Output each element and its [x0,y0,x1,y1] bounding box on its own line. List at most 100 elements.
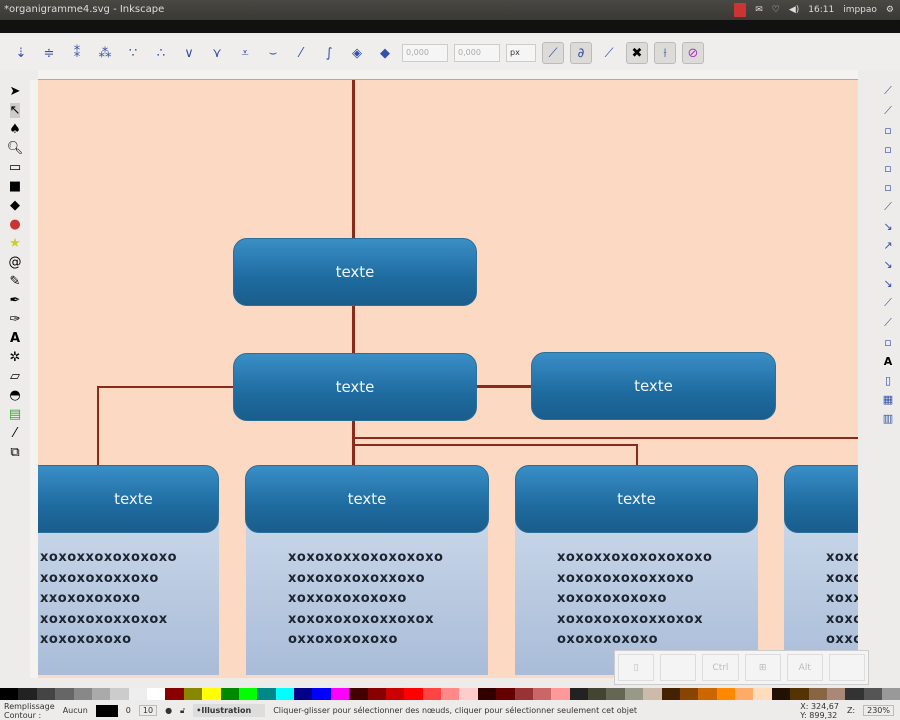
node-tool-icon[interactable]: ↖ [9,103,21,118]
palette-swatch[interactable] [183,688,203,700]
palette-swatch[interactable] [790,688,809,700]
palette-swatch[interactable] [18,688,37,700]
edit-mask-icon[interactable]: ⟋ [604,45,614,61]
smooth-node-icon[interactable]: ⋎ [212,45,222,61]
org-box-middle[interactable]: texte [233,353,477,421]
connector-right[interactable] [477,385,532,388]
snap-intersection-icon[interactable]: ↗ [883,239,893,252]
star-tool-icon[interactable]: ★ [9,236,21,251]
palette-swatch[interactable] [679,688,699,700]
org-box-bottom-3[interactable]: texte [515,465,758,533]
palette-swatch[interactable] [367,688,386,700]
snap-nodes-icon[interactable]: ⟋ [884,200,892,213]
user-name[interactable]: imppao [843,5,877,15]
snap-bbox-icon[interactable]: ⟋ [884,104,892,117]
zoom-tool-icon[interactable]: 🔍︎ [6,141,24,156]
palette-swatch[interactable] [165,688,184,700]
palette-swatch[interactable] [147,688,166,700]
fill-value[interactable]: Aucun [62,706,88,715]
lock-icon[interactable]: 🔓︎ [180,705,186,715]
3d-box-tool-icon[interactable]: ◆ [10,198,20,213]
palette-swatch[interactable] [441,688,460,700]
snap-page-icon[interactable]: ▯ [884,374,892,387]
blank-key[interactable] [828,654,866,681]
stroke-to-path-icon[interactable]: ◆ [380,45,390,61]
snap-smooth-icon[interactable]: ↘ [883,258,893,271]
org-box-bottom-4[interactable] [784,465,858,533]
palette-swatch[interactable] [643,688,662,700]
selector-tool-icon[interactable]: ➤ [9,84,21,99]
curve-segment-icon[interactable]: ∫ [325,45,333,61]
cusp-node-icon[interactable]: ∨ [184,45,194,61]
connector-left-down[interactable] [97,386,99,466]
palette-swatch[interactable] [220,688,239,700]
palette-swatch[interactable] [606,688,625,700]
eraser-tool-icon[interactable]: ▱ [10,369,20,384]
snap-rotation-icon[interactable]: ⟋ [884,316,892,329]
palette-swatch[interactable] [569,688,588,700]
join-segment-icon[interactable]: ∵ [128,45,138,61]
clock[interactable]: 16:11 [808,5,835,15]
org-box-bottom-1[interactable]: texte [38,465,219,533]
palette-swatch[interactable] [753,688,772,700]
palette-swatch[interactable] [882,688,900,700]
org-box-bottom-2[interactable]: texte [245,465,489,533]
stroke-width-input[interactable]: 10 [138,705,158,716]
palette-swatch[interactable] [808,688,827,700]
palette-swatch[interactable] [588,688,607,700]
power-icon[interactable]: ⚙ [885,5,894,15]
palette-swatch[interactable] [477,688,497,700]
stroke-swatch[interactable] [95,704,118,717]
mouse-key[interactable]: ▯ [618,654,655,681]
palette-swatch[interactable] [349,688,368,700]
auto-smooth-icon[interactable]: ⌣ [268,45,278,61]
palette-swatch[interactable] [826,688,846,700]
show-outline-icon[interactable]: ∂ [570,42,592,64]
opacity-value[interactable]: 0 [125,706,131,715]
org-box-right[interactable]: texte [531,352,776,420]
palette-swatch[interactable] [91,688,111,700]
palette-swatch[interactable] [845,688,864,700]
gradient-tool-icon[interactable]: ▤ [8,407,22,422]
pen-tool-icon[interactable]: ✒ [9,293,21,308]
palette-swatch[interactable] [496,688,515,700]
text-tool-icon[interactable]: A [9,331,21,346]
palette-swatch[interactable] [661,688,680,700]
snap-text-icon[interactable]: A [883,355,893,368]
connector-tool-icon[interactable]: ⧉ [10,445,20,460]
palette-swatch[interactable] [110,688,129,700]
y-coordinate-input[interactable]: 0,000 [454,44,500,62]
alt-key[interactable]: Alt [786,654,823,681]
palette-swatch[interactable] [36,688,56,700]
snap-midpoint-icon[interactable]: ▫ [884,162,892,175]
snap-path-icon[interactable]: ↘ [883,220,893,233]
palette-swatch[interactable] [0,688,19,700]
edit-path-effect-icon[interactable]: ⊘ [682,42,704,64]
measure-tool-icon[interactable]: ▭ [8,160,22,175]
color-palette[interactable] [0,688,900,700]
spiral-tool-icon[interactable]: @ [8,255,22,270]
snap-grid-icon[interactable]: ▦ [882,393,894,406]
palette-swatch[interactable] [330,688,350,700]
palette-swatch[interactable] [294,688,313,700]
line-segment-icon[interactable]: ⁄ [299,45,303,61]
connector-down[interactable] [636,444,638,466]
show-handles-icon[interactable]: ⟋ [542,42,564,64]
snap-center-icon[interactable]: ▫ [884,181,892,194]
palette-swatch[interactable] [202,688,221,700]
snap-mid-icon[interactable]: ↘ [883,277,893,290]
palette-swatch[interactable] [514,688,533,700]
palette-swatch[interactable] [275,688,294,700]
palette-swatch[interactable] [257,688,276,700]
palette-swatch[interactable] [624,688,644,700]
volume-icon[interactable]: ◀) [788,5,800,15]
palette-swatch[interactable] [73,688,92,700]
x-coordinate-input[interactable]: 0,000 [402,44,448,62]
tweak-tool-icon[interactable]: ♠ [9,122,21,137]
connector-horizontal-2[interactable] [355,444,637,446]
calligraphy-tool-icon[interactable]: ✑ [9,312,21,327]
